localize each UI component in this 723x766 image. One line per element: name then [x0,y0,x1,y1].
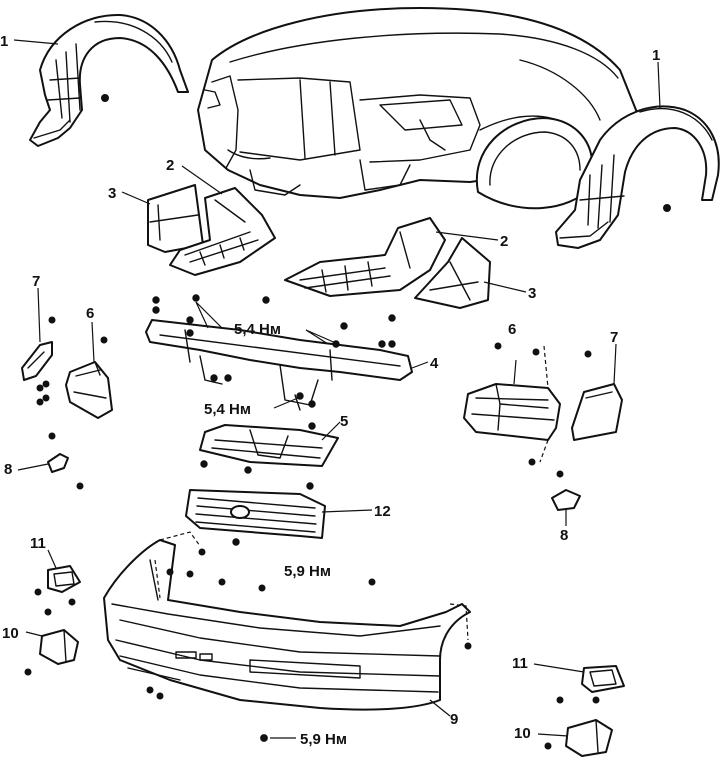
leader-line [37,287,41,343]
radiator-grille [185,489,326,539]
fog-lamp-left-fasteners [24,588,76,676]
leader-line [273,397,299,409]
under-cover-left [169,187,276,276]
callout-10-right: 10 [514,725,531,742]
callout-3-right: 3 [528,285,536,302]
leader-line [195,301,223,329]
fog-lamp-left [39,629,79,665]
leader-line [91,321,95,363]
leader-line [321,421,341,441]
side-marker-lamp-left [21,341,53,381]
leader-line [25,631,43,637]
fender-liner-right [555,105,720,249]
headlamp-left [65,361,113,419]
callout-7-left: 7 [32,273,40,290]
dashed-guide [543,345,549,389]
grille-fasteners [200,460,314,546]
leader-line [121,191,151,205]
callout-11-right: 11 [512,655,528,672]
leader-line [47,549,57,569]
callout-7-right: 7 [610,329,618,346]
callout-labels: 1 1 2 2 3 3 4 5 6 6 7 7 8 8 9 10 10 11 1… [0,33,660,742]
leader-line [533,663,585,673]
callout-2-left: 2 [166,157,174,174]
torque-crossmember-top: 5,4 Нм [234,321,281,338]
callout-11-left: 11 [30,535,46,552]
leader-line [321,509,373,513]
callout-6-right: 6 [508,321,516,338]
leader-line [435,231,499,241]
front-bumper [103,539,471,711]
callout-10-left: 10 [2,625,19,642]
callout-8-right: 8 [560,527,568,544]
callout-12: 12 [374,503,391,520]
fastener-clip [48,316,56,324]
upper-grille-brace [199,424,339,467]
bracket-right [551,470,581,511]
callout-1-right: 1 [652,47,660,64]
leader-line [411,361,429,369]
callout-2-right: 2 [500,233,508,250]
callout-8-left: 8 [4,461,12,478]
callout-6-left: 6 [86,305,94,322]
fastener-clip [663,204,671,212]
under-cover-right [284,217,446,297]
leader-line [483,281,527,293]
crossmember-fasteners [152,294,396,408]
leader-line [657,61,661,109]
bumper-fasteners [146,548,472,742]
fender-liner-left [29,13,189,147]
crossmember [145,319,413,411]
bracket-left [47,432,84,490]
splash-shield-left [147,184,204,253]
callout-5: 5 [340,413,348,430]
splash-shield-right [414,237,491,309]
fastener-clip [584,350,592,358]
callout-4: 4 [430,355,439,372]
callout-1-left: 1 [0,33,8,50]
side-marker-lamp-right [571,383,623,441]
headlamp-right-fasteners [494,342,540,466]
fog-lamp-cover-left [47,565,81,593]
dashed-guide [539,439,549,463]
leader-line [181,165,223,195]
leader-line [13,39,59,45]
fastener-clip [308,422,316,430]
fog-lamp-cover-right [581,665,625,693]
car-front-body [197,7,641,210]
torque-crossmember-center: 5,4 Нм [204,401,251,418]
torque-labels: 5,4 Нм 5,4 Нм 5,9 Нм 5,9 Нм [204,321,347,748]
dashed-guide [154,559,161,599]
leader-line [613,343,617,385]
leader-line [513,359,517,385]
dashed-guide [449,603,469,641]
callout-9: 9 [450,711,458,728]
fog-lamp-right-fasteners [544,696,600,750]
fastener-clip [101,94,109,102]
leader-line [17,463,49,471]
fog-lamp-right [565,719,613,757]
leader-line [537,733,569,737]
callout-3-left: 3 [108,185,116,202]
headlamp-left-fasteners [36,336,108,406]
headlamp-right [463,383,561,441]
torque-bumper-upper: 5,9 Нм [284,563,331,580]
dashed-guide [159,531,201,547]
leader-line [305,329,339,345]
leader-line [429,699,451,717]
torque-bumper-lower: 5,9 Нм [300,731,347,748]
